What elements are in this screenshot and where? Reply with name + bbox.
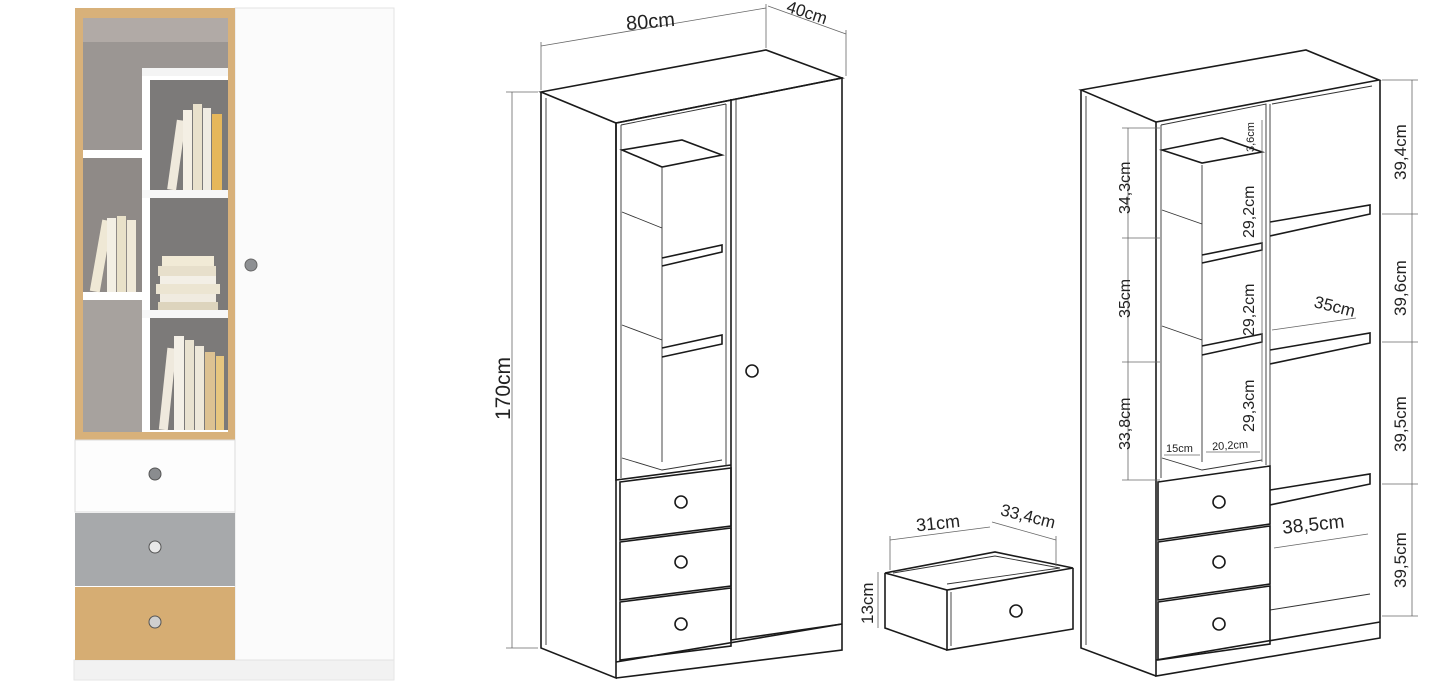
right-height-2: 39,6cm (1391, 260, 1410, 316)
books-stack (156, 256, 220, 310)
right-height-4: 39,5cm (1391, 532, 1410, 588)
top-gap-label: 3,6cm (1245, 122, 1257, 152)
base-right-label: 20,2cm (1212, 439, 1249, 453)
books-bottom (158, 336, 224, 431)
drawer-width-label: 31cm (915, 511, 961, 535)
wardrobe-photo (73, 7, 395, 681)
depth-label: 40cm (784, 0, 829, 28)
inner-right-3: 29,3cm (1241, 380, 1258, 432)
drawer-stack-drawing (619, 467, 732, 661)
drawing-front-view: 80cm 40cm 170cm (492, 0, 847, 680)
wardrobe-door (234, 7, 395, 661)
drawer-depth-label: 33,4cm (999, 500, 1058, 532)
books-left (89, 216, 136, 293)
inner-left-2: 35cm (1117, 279, 1134, 318)
inner-right-2: 29,2cm (1241, 284, 1258, 336)
shelf-width-label: 35cm (1312, 292, 1357, 320)
drawing-interior: 34,3cm 35cm 33,8cm 3,6cm 29,2cm 29,2cm 2… (1078, 49, 1418, 677)
lower-width-label: 38,5cm (1281, 511, 1345, 538)
inner-right-1: 29,2cm (1241, 186, 1258, 238)
base-left-label: 15cm (1166, 443, 1193, 455)
right-height-3: 39,5cm (1391, 396, 1410, 452)
door-knob (244, 258, 258, 272)
right-height-1: 39,4cm (1391, 124, 1410, 180)
inner-left-3: 33,8cm (1117, 398, 1134, 450)
drawing-drawer: 31cm 33,4cm 13cm (858, 500, 1074, 651)
inner-left-1: 34,3cm (1117, 162, 1134, 214)
width-label: 80cm (625, 9, 676, 35)
door-knob-drawing (745, 364, 759, 378)
drawer-stack-interior (1157, 465, 1271, 661)
height-label: 170cm (492, 357, 515, 420)
drawer-height-label: 13cm (858, 582, 877, 624)
books-top (167, 104, 222, 191)
